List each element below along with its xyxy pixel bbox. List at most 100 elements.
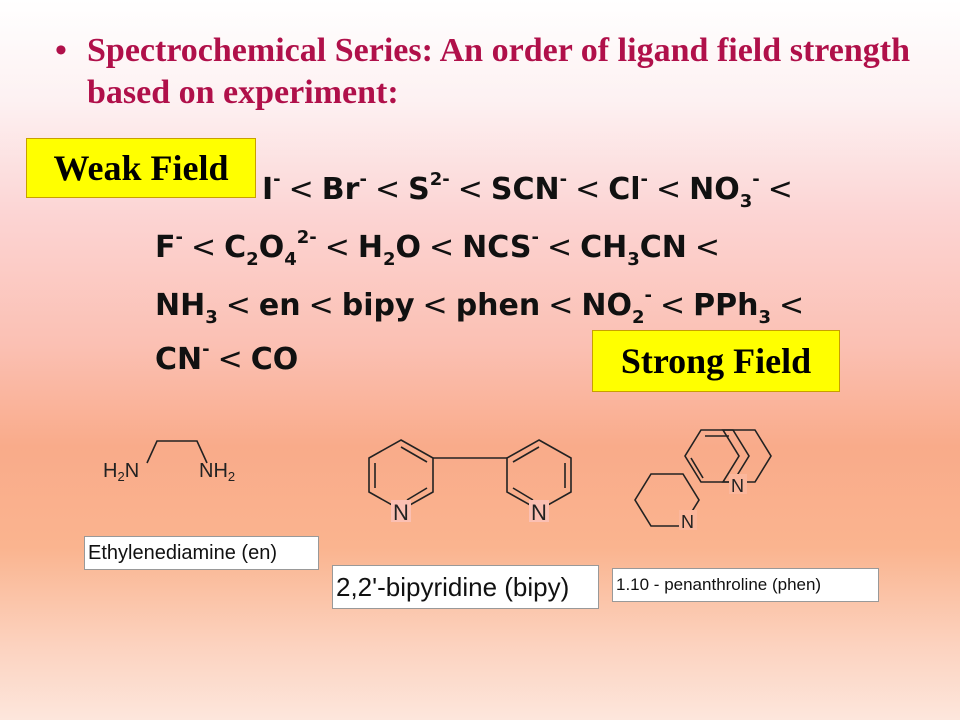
bullet: • (55, 32, 67, 69)
formula-text: SCN (490, 172, 560, 207)
ligand-formula: F- (155, 218, 183, 268)
strong-field-badge: Strong Field (592, 330, 840, 392)
less-than-separator: < (767, 172, 793, 207)
formula-superscript: - (752, 169, 760, 190)
less-than-separator: < (217, 342, 243, 377)
less-than-separator: < (660, 288, 686, 323)
less-than-separator: < (575, 172, 601, 207)
formula-text: NO (581, 288, 632, 323)
ligand-formula: en (259, 286, 301, 326)
formula-superscript: - (359, 169, 367, 190)
ligand-formula: phen (456, 286, 541, 326)
caption-bipyridine: 2,2'-bipyridine (bipy) (332, 565, 599, 609)
ligand-formula: Cl- (608, 160, 648, 210)
formula-text: S (408, 172, 430, 207)
formula-text: CO (250, 342, 299, 377)
formula-text: I (262, 172, 274, 207)
ligand-formula: NH3 (155, 286, 218, 338)
formula-text: bipy (341, 288, 415, 323)
less-than-separator: < (225, 288, 251, 323)
phen-n-right: N (731, 476, 744, 496)
formula-subscript: 3 (739, 191, 753, 212)
formula-text: O (395, 230, 422, 265)
formula-subscript: 3 (627, 249, 640, 270)
formula-superscript: 2- (429, 169, 450, 190)
formula-subscript: 2 (632, 307, 645, 328)
series-line: NH3<en<bipy<phen<NO2-<PPh3< (155, 276, 812, 338)
formula-text: NCS (462, 230, 532, 265)
formula-superscript: - (175, 227, 183, 248)
formula-superscript: - (559, 169, 568, 190)
formula-text: NH (155, 288, 206, 323)
formula-subscript: 4 (284, 249, 297, 270)
bipy-n-right: N (531, 500, 547, 525)
en-amine-right: NH2 (199, 460, 235, 484)
formula-text: PPh (693, 288, 759, 323)
ligand-formula: I- (262, 160, 281, 210)
less-than-separator: < (457, 172, 483, 207)
ligand-formula: Br- (322, 160, 367, 210)
series-line: CN-<CO (155, 330, 298, 380)
less-than-separator: < (656, 172, 682, 207)
formula-text: CN (155, 342, 203, 377)
ethylenediamine-structure: H2N NH2 (103, 440, 235, 484)
formula-text: C (224, 230, 247, 265)
bipyridine-structure: N N (368, 439, 572, 525)
caption-phenanthroline: 1.10 - penanthroline (phen) (612, 568, 879, 602)
ligand-formula: NO3- (689, 160, 760, 222)
caption-ethylenediamine: Ethylenediamine (en) (84, 536, 319, 570)
formula-text: NO (689, 172, 740, 207)
ligand-formula: CH3CN (580, 228, 687, 280)
less-than-separator: < (779, 288, 805, 323)
formula-text: en (258, 288, 301, 323)
formula-superscript: 2- (296, 227, 317, 248)
less-than-separator: < (546, 230, 573, 265)
formula-text: H (357, 230, 383, 265)
ligand-formula: bipy (342, 286, 415, 326)
ligand-formula: S2- (408, 160, 450, 210)
less-than-separator: < (308, 288, 334, 323)
less-than-separator: < (694, 230, 721, 265)
en-bond-chain (146, 440, 208, 464)
less-than-separator: < (374, 172, 401, 207)
ligand-formula: NO2- (581, 276, 652, 338)
formula-superscript: - (273, 169, 281, 190)
less-than-separator: < (190, 230, 217, 265)
weak-field-badge: Weak Field (26, 138, 256, 198)
formula-superscript: - (640, 169, 648, 190)
less-than-separator: < (288, 172, 314, 207)
less-than-separator: < (422, 288, 448, 323)
formula-text: phen (455, 288, 541, 323)
less-than-separator: < (548, 288, 574, 323)
heading: • Spectrochemical Series: An order of li… (55, 30, 910, 114)
formula-text: Br (321, 172, 360, 207)
formula-subscript: 2 (246, 249, 259, 270)
formula-text: CH (580, 230, 628, 265)
formula-subscript: 3 (205, 307, 218, 328)
series-line: I-<Br-<S2-<SCN-<Cl-<NO3-< (262, 160, 801, 222)
ligand-formula: CN- (155, 330, 210, 380)
ligand-formula: PPh3 (693, 286, 771, 338)
ligand-formula: NCS- (462, 218, 539, 268)
en-amine-left: H2N (103, 460, 139, 484)
formula-subscript: 3 (758, 307, 772, 328)
less-than-separator: < (324, 230, 350, 265)
bipy-n-left: N (393, 500, 409, 525)
formula-text: Cl (608, 172, 641, 207)
heading-text: Spectrochemical Series: An order of liga… (87, 32, 910, 111)
formula-superscript: - (531, 227, 539, 248)
ligand-formula: CO (251, 340, 299, 380)
formula-subscript: 2 (382, 249, 396, 270)
phen-n-left: N (681, 512, 694, 532)
ligand-formula: SCN- (491, 160, 567, 210)
series-line: F-<C2O42-<H2O<NCS-<CH3CN< (155, 218, 728, 280)
ligand-formula: H2O (358, 228, 421, 280)
formula-text: F (155, 230, 176, 265)
formula-text: O (258, 230, 285, 265)
formula-text: CN (639, 230, 687, 265)
phenanthroline-structure: N N (634, 429, 772, 532)
less-than-separator: < (429, 230, 455, 265)
formula-superscript: - (644, 285, 653, 306)
ligand-formula: C2O42- (224, 218, 317, 280)
formula-superscript: - (202, 339, 210, 360)
